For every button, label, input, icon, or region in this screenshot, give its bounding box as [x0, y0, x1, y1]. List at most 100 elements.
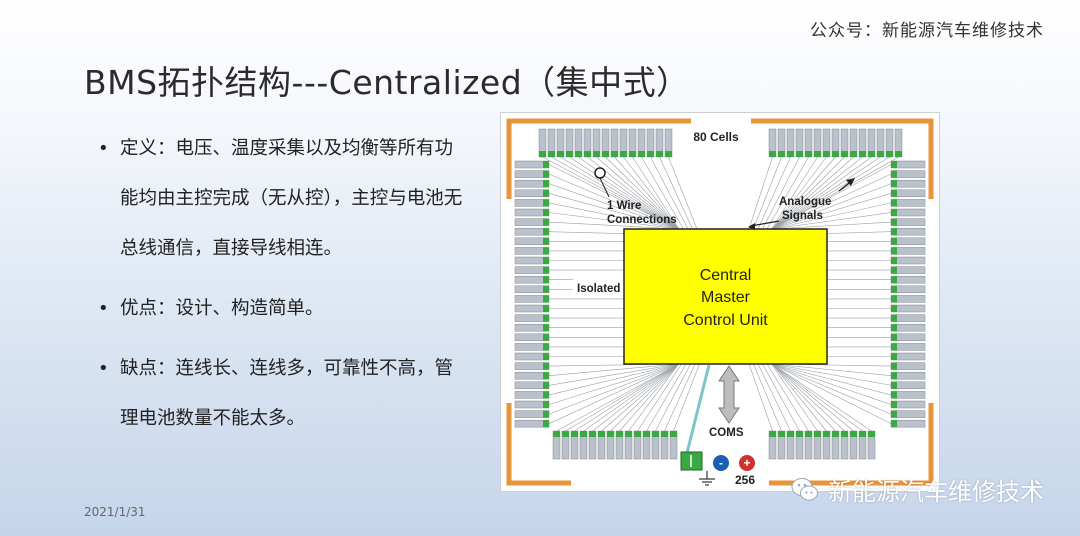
cell-terminal — [607, 431, 614, 437]
coms-double-arrow-icon — [718, 365, 740, 424]
wire — [548, 202, 679, 230]
wire — [772, 156, 872, 230]
cell-terminal — [543, 285, 549, 293]
cell-terminal — [859, 431, 866, 437]
wire — [762, 363, 800, 432]
wire — [772, 156, 836, 230]
wire — [772, 363, 827, 432]
analogue-label-line2: Signals — [782, 210, 823, 222]
cell-terminal — [539, 151, 546, 157]
centralized-bms-diagram: Central Master Control Unit 80 Cells 1 W… — [500, 112, 940, 492]
cell-terminal — [891, 276, 897, 284]
wire-fan — [542, 156, 899, 432]
cell-terminal — [891, 228, 897, 236]
cell-terminal — [859, 151, 866, 157]
wire — [548, 363, 679, 415]
bus-top-left — [506, 118, 691, 199]
minus-terminal-icon — [713, 455, 729, 471]
wire — [772, 363, 872, 432]
cell-terminal — [670, 431, 677, 437]
cell-terminal — [616, 431, 623, 437]
wire — [551, 156, 679, 230]
wire — [772, 363, 892, 386]
cell-terminal — [895, 151, 902, 157]
cell-terminal — [778, 151, 785, 157]
page-title: BMS拓扑结构---Centralized（集中式） — [84, 63, 690, 102]
wire — [646, 363, 687, 432]
bullet-disadvantages: 缺点：连线长、连线多，可靠性不高，管理电池数量不能太多。 — [98, 344, 468, 444]
wire — [596, 156, 679, 230]
cell-terminal — [891, 391, 897, 399]
wire — [548, 193, 679, 230]
wire — [772, 363, 892, 424]
cell-terminal — [661, 431, 668, 437]
cell-terminal — [805, 151, 812, 157]
cell-terminal — [602, 151, 609, 157]
wire — [659, 156, 693, 230]
unit-label-line1: Central — [700, 267, 752, 284]
wire — [772, 363, 845, 432]
wire — [772, 363, 892, 415]
wire — [569, 156, 679, 230]
cell-terminal — [548, 151, 555, 157]
cell-terminal — [598, 431, 605, 437]
cell-terminal — [580, 431, 587, 437]
wire — [772, 363, 863, 432]
central-master-control-unit — [623, 228, 828, 365]
wire — [753, 363, 782, 432]
wire — [610, 363, 679, 432]
cell-terminal — [891, 305, 897, 312]
wire — [548, 363, 679, 376]
cell-terminal — [543, 266, 549, 274]
cell-terminal — [891, 247, 897, 255]
wechat-icon — [791, 477, 818, 500]
wire — [548, 363, 679, 424]
footer-date: 2021/1/31 — [84, 505, 146, 519]
wire — [753, 156, 782, 230]
wire — [772, 173, 892, 230]
unit-label-line3: Control Unit — [683, 312, 768, 329]
cell-terminal — [589, 431, 596, 437]
cell-terminal — [543, 209, 549, 216]
cell-terminal — [823, 151, 830, 157]
cell-terminal — [543, 218, 549, 226]
cell-terminal — [891, 401, 897, 408]
cell-terminal — [891, 266, 897, 274]
wire — [548, 164, 679, 230]
cell-terminal — [796, 151, 803, 157]
cell-terminal — [778, 431, 785, 437]
wire — [668, 156, 698, 230]
cell-terminal — [891, 362, 897, 370]
wire — [771, 363, 818, 432]
bus-top-right — [751, 118, 934, 199]
wire — [583, 363, 679, 432]
cell-terminal — [543, 343, 549, 351]
cell-terminal — [543, 401, 549, 408]
cell-terminal — [571, 431, 578, 437]
unit-label-line2: Master — [701, 289, 751, 306]
cell-terminal — [891, 209, 897, 216]
cell-terminal — [543, 391, 549, 399]
wire — [772, 193, 892, 230]
cell-terminal — [543, 420, 549, 428]
wire — [772, 363, 854, 432]
cell-terminal — [543, 228, 549, 236]
cell-terminal — [543, 295, 549, 303]
cell-terminal — [543, 189, 549, 197]
cell-terminal — [891, 353, 897, 360]
cell-terminal — [891, 410, 897, 418]
cell-terminal — [850, 431, 857, 437]
cell-terminal — [891, 333, 897, 341]
bullet-definition: 定义：电压、温度采集以及均衡等所有功能均由主控完成（无从控），主控与电池无总线通… — [98, 124, 468, 274]
wire — [548, 212, 679, 230]
wire — [772, 183, 892, 230]
cell-terminal — [543, 276, 549, 284]
cell-terminal — [656, 151, 663, 157]
wire — [565, 363, 679, 432]
cell-terminal — [891, 189, 897, 197]
cell-terminal — [891, 218, 897, 226]
cell-terminal — [611, 151, 618, 157]
wire — [772, 164, 892, 230]
cell-terminal — [562, 431, 569, 437]
wire — [766, 156, 809, 230]
